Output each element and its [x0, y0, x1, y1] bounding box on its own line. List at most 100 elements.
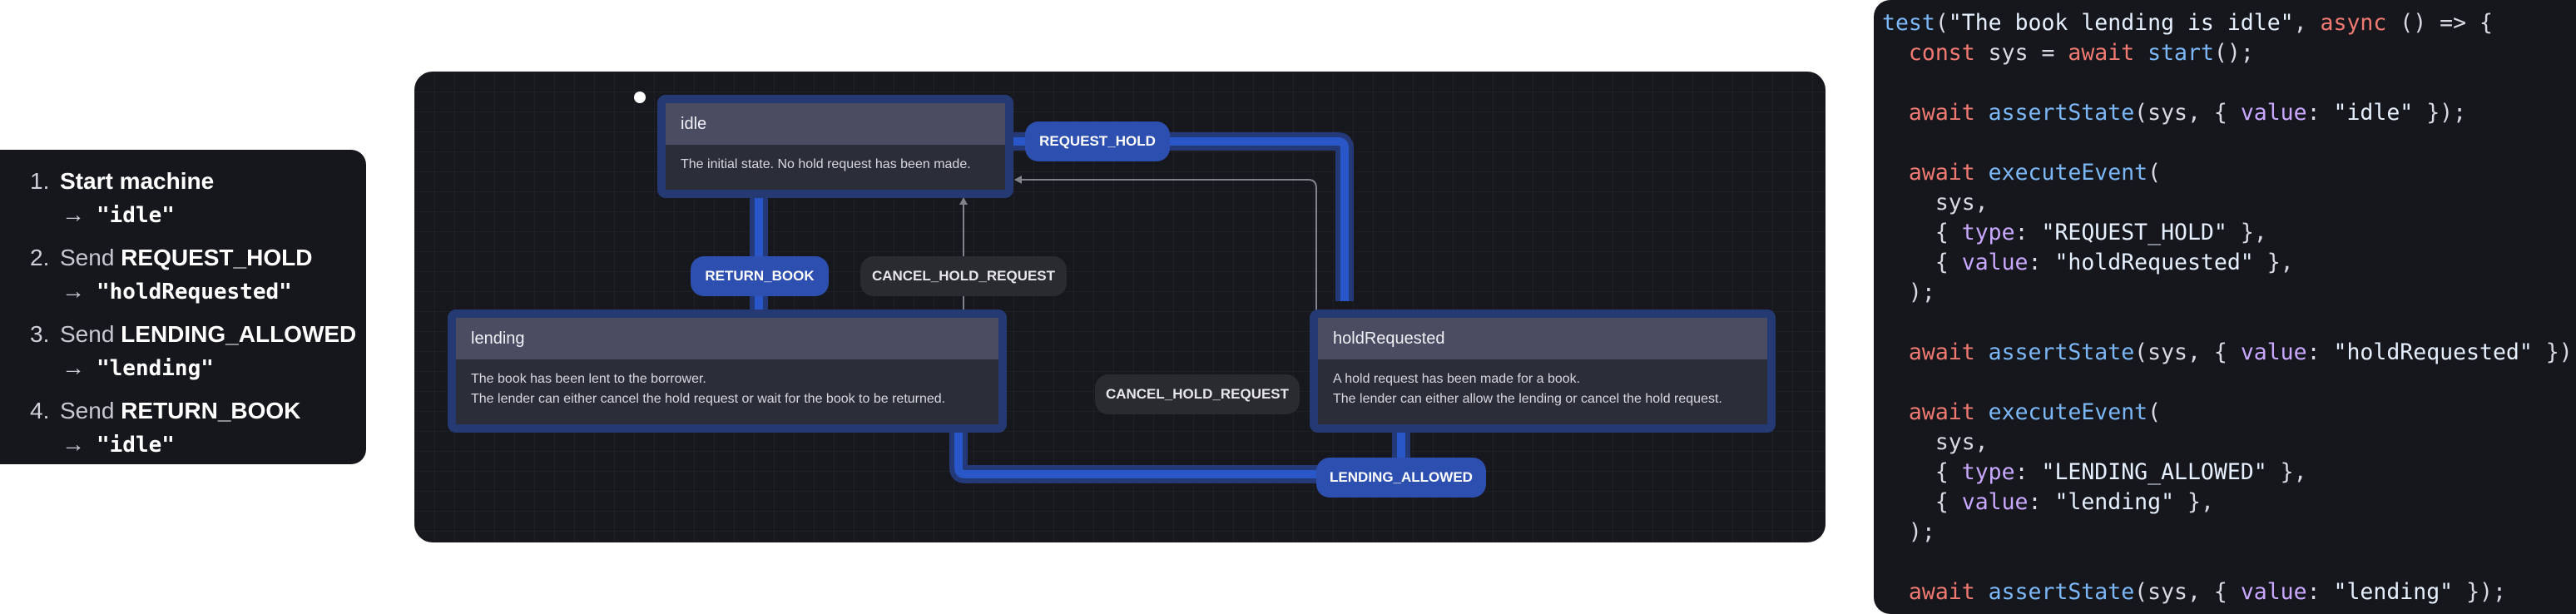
code-token	[1882, 399, 1909, 425]
code-token	[1975, 100, 1989, 126]
step-event: Start machine	[60, 168, 215, 194]
code-line: await executeEvent(	[1882, 158, 2576, 188]
code-token: (sys, {	[2134, 100, 2241, 126]
code-line	[1882, 128, 2576, 158]
code-token: (	[2147, 160, 2162, 186]
code-token: start	[2147, 40, 2214, 66]
code-token: await	[2068, 40, 2135, 66]
code-token: assertState	[1988, 339, 2135, 365]
code-token: :	[2028, 489, 2055, 515]
wire-cancel-from-hold	[1014, 176, 1317, 389]
code-token: },	[2227, 220, 2267, 245]
code-token: value	[2240, 339, 2307, 365]
code-token	[1882, 100, 1909, 126]
code-line: sys,	[1882, 428, 2576, 458]
code-token: sys,	[1882, 429, 1989, 455]
step-4: 4. Send RETURN_BOOK →"idle"	[30, 394, 366, 471]
code-token: "The book lending is idle"	[1948, 10, 2294, 36]
code-token: });	[2545, 339, 2576, 365]
code-token: executeEvent	[1988, 399, 2148, 425]
event-cancel-hold-request-from-lending[interactable]: CANCEL_HOLD_REQUEST	[860, 256, 1067, 296]
event-lending-allowed[interactable]: LENDING_ALLOWED	[1316, 458, 1486, 498]
code-token: (	[2147, 399, 2162, 425]
step-verb: Send	[60, 321, 121, 347]
code-line: await assertState(sys, { value: "holdReq…	[1882, 338, 2576, 368]
step-number: 1.	[30, 168, 50, 194]
code-token: assertState	[1988, 100, 2135, 126]
step-event: REQUEST_HOLD	[121, 245, 313, 270]
code-line: { value: "lending" },	[1882, 488, 2576, 517]
code-token: "REQUEST_HOLD"	[2041, 220, 2227, 245]
step-target-state: "idle"	[97, 203, 175, 228]
initial-state-dot	[634, 92, 646, 103]
code-token: {	[1882, 459, 1962, 485]
code-token	[1975, 579, 1989, 605]
code-token	[1975, 160, 1989, 186]
code-token: {	[1882, 250, 1962, 275]
code-line: test("The book lending is idle", async (…	[1882, 8, 2576, 38]
code-token: });	[2413, 100, 2467, 126]
code-token: assertState	[1988, 579, 2135, 605]
code-token: (sys, {	[2134, 339, 2241, 365]
step-verb: Send	[60, 398, 121, 423]
state-description: A hold request has been made for a book.…	[1318, 359, 1767, 409]
state-idle[interactable]: idle The initial state. No hold request …	[657, 95, 1013, 198]
code-token: :	[2014, 220, 2042, 245]
code-token: "idle"	[2333, 100, 2414, 126]
code-line: await assertState(sys, { value: "lending…	[1882, 577, 2576, 607]
step-number: 2.	[30, 245, 50, 270]
step-1: 1. Start machine →"idle"	[30, 165, 366, 241]
code-token: "LENDING_ALLOWED"	[2041, 459, 2267, 485]
code-token: },	[2253, 250, 2294, 275]
event-return-book[interactable]: RETURN_BOOK	[691, 256, 829, 296]
code-line	[1882, 68, 2576, 98]
step-2: 2. Send REQUEST_HOLD →"holdRequested"	[30, 241, 366, 318]
code-token: type	[1961, 459, 2015, 485]
code-token: value	[2240, 579, 2307, 605]
event-cancel-hold-request-from-hold[interactable]: CANCEL_HOLD_REQUEST	[1095, 374, 1300, 414]
state-machine-canvas[interactable]: idle The initial state. No hold request …	[414, 72, 1825, 542]
state-description-line: A hold request has been made for a book.	[1333, 372, 1581, 386]
state-lending[interactable]: lending The book has been lent to the bo…	[448, 309, 1007, 433]
code-token: "lending"	[2333, 579, 2454, 605]
code-token: async	[2320, 10, 2387, 36]
code-token: executeEvent	[1988, 160, 2148, 186]
code-line: { type: "REQUEST_HOLD" },	[1882, 218, 2576, 248]
code-token: :	[2014, 459, 2042, 485]
code-token: "lending"	[2054, 489, 2175, 515]
code-token	[1882, 339, 1909, 365]
code-token: await	[1908, 339, 1975, 365]
code-line	[1882, 547, 2576, 577]
event-request-hold[interactable]: REQUEST_HOLD	[1025, 121, 1170, 161]
code-token: await	[1908, 160, 1975, 186]
code-line: await assertState(sys, { value: "idle" }…	[1882, 98, 2576, 128]
code-token: "holdRequested"	[2054, 250, 2254, 275]
code-line: sys,	[1882, 188, 2576, 218]
state-title: lending	[456, 318, 998, 359]
code-token: await	[1908, 579, 1975, 605]
code-token: {	[1882, 220, 1962, 245]
step-event: LENDING_ALLOWED	[121, 321, 357, 347]
step-3: 3. Send LENDING_ALLOWED →"lending"	[30, 318, 366, 394]
code-token	[2134, 40, 2147, 66]
state-title: idle	[666, 103, 1005, 145]
code-token: :	[2028, 250, 2055, 275]
arrow-right-icon: →	[62, 431, 85, 457]
state-title: holdRequested	[1318, 318, 1767, 359]
code-token: :	[2306, 579, 2334, 605]
state-hold-requested[interactable]: holdRequested A hold request has been ma…	[1310, 309, 1776, 433]
code-token	[1882, 160, 1909, 186]
code-token: });	[2453, 579, 2506, 605]
code-line: const sys = await start();	[1882, 38, 2576, 68]
transition-wires	[740, 102, 1410, 483]
code-line	[1882, 308, 2576, 338]
code-token	[1882, 40, 1909, 66]
step-number: 3.	[30, 321, 50, 347]
code-line: { type: "LENDING_ALLOWED" },	[1882, 458, 2576, 488]
code-token: await	[1908, 100, 1975, 126]
code-token: sys =	[1974, 40, 2068, 66]
code-token: );	[1882, 519, 1935, 545]
step-verb: Send	[60, 245, 121, 270]
code-token	[1975, 339, 1989, 365]
code-token: await	[1908, 399, 1975, 425]
